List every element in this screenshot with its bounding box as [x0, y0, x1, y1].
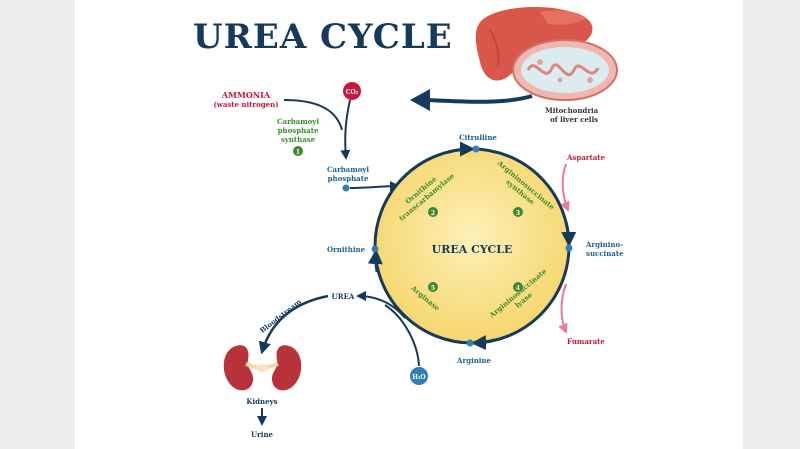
- urea-arrow: [356, 291, 406, 319]
- ammonia-label: AMMONIA: [221, 90, 271, 100]
- step-4-number: 4: [516, 285, 520, 292]
- arginine-node: [466, 339, 474, 347]
- fumarate-label: Fumarate: [567, 337, 605, 346]
- step-3-number: 3: [516, 210, 520, 217]
- co2-label: CO₂: [346, 89, 359, 96]
- mitochondria-icon: [512, 39, 618, 101]
- h2o-label: H₂O: [412, 374, 426, 381]
- argininosuccinate-line1: Arginino-: [585, 240, 623, 249]
- h2o-arrow: [384, 304, 420, 367]
- argininosuccinate-node: [565, 244, 573, 252]
- kidneys-icon: [223, 345, 302, 391]
- cycle-arrow-right: [561, 221, 577, 247]
- argininosuccinate-line2: succinate: [586, 249, 624, 258]
- mito-label-line2: of liver cells: [550, 115, 598, 124]
- mito-label: Mitochondria of liver cells: [545, 106, 599, 124]
- bloodstream-arrow: [258, 294, 329, 355]
- bloodstream-label: Bloodstream: [258, 297, 303, 335]
- step-2-badge: [428, 207, 438, 217]
- bloodstream-label-group: Bloodstream: [258, 297, 303, 335]
- title: UREA CYCLE: [193, 17, 453, 57]
- ammonia-sub-label: (waste nitrogen): [213, 100, 278, 109]
- aspartate-arrow: [560, 163, 570, 212]
- mito-label-line1: Mitochondria: [545, 106, 599, 115]
- carbamoyl-phosphate-line2: phosphate: [328, 174, 369, 183]
- h2o-node: [410, 367, 428, 385]
- carbamoyl-phosphate-line1: Carbamoyl: [327, 165, 369, 174]
- arginine-label: Arginine: [456, 356, 492, 365]
- urine-label: Urine: [251, 430, 274, 439]
- ammonia-arrow: [283, 99, 343, 131]
- ornithine-label: Ornithine: [327, 245, 366, 254]
- cps-line1: Carbamoyl: [277, 117, 319, 126]
- mito-arrow: [427, 94, 533, 104]
- cps-line3: synthase: [281, 135, 316, 144]
- mito-arrowhead: [410, 89, 430, 111]
- urea-label: UREA: [332, 292, 355, 301]
- step-1-number: 1: [296, 149, 300, 156]
- aspartate-label: Aspartate: [566, 153, 605, 162]
- liver-icon: [475, 6, 593, 81]
- cps-line2: phosphate: [278, 126, 319, 135]
- step-3-badge: [513, 207, 523, 217]
- step-1-badge: [293, 146, 303, 156]
- cycle-arrow-bottom: [471, 335, 496, 351]
- center-label: UREA CYCLE: [432, 243, 513, 256]
- carbamoyl-phosphate-node: [342, 184, 350, 192]
- step-2-number: 2: [431, 210, 435, 217]
- cycle-arrow-top: [447, 141, 475, 157]
- fumarate-arrow: [558, 283, 568, 334]
- cycle-disc: [375, 149, 569, 343]
- co2-arrow: [340, 99, 351, 160]
- step-4-badge: [513, 282, 523, 292]
- citrulline-node: [472, 145, 480, 153]
- step-5-badge: [428, 282, 438, 292]
- ornithine-node: [371, 245, 379, 253]
- kidneys-label: Kidneys: [246, 397, 277, 406]
- co2-node: [343, 82, 361, 100]
- cycle-arrow-left: [367, 249, 383, 273]
- carbamoyl-to-cycle-arrow: [349, 181, 400, 192]
- step-5-number: 5: [431, 285, 435, 292]
- citrulline-label: Citrulline: [459, 133, 497, 142]
